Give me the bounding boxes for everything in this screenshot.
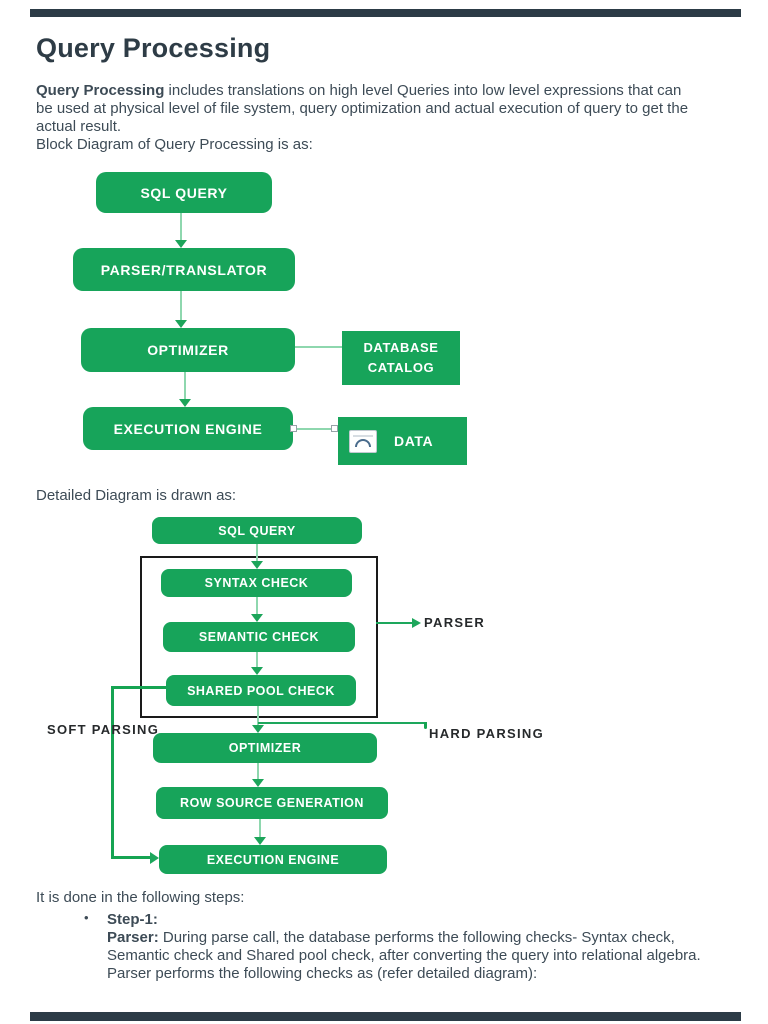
arrowhead-down-icon (175, 240, 187, 248)
node2-execution-engine: EXECUTION ENGINE (159, 845, 387, 874)
node-execution-engine: EXECUTION ENGINE (83, 407, 293, 450)
node-database-catalog: DATABASE CATALOG (342, 331, 460, 385)
hard-parsing-line-hook (424, 722, 427, 729)
selection-handle (331, 425, 338, 432)
step1-line-1: Parser: During parse call, the database … (107, 929, 675, 946)
step1-lead-bold: Parser: (107, 929, 159, 946)
step1-line-3: Parser performs the following checks as … (107, 965, 538, 982)
detailed-diagram-heading: Detailed Diagram is drawn as: (36, 487, 237, 504)
step1-title: Step-1: (107, 911, 158, 928)
step1-line-1-rest: During parse call, the database performs… (158, 929, 675, 946)
arrowhead-right-icon (150, 852, 159, 864)
soft-parsing-line-bottom (111, 856, 151, 859)
connector2-sharedpool-optimizer (257, 706, 259, 726)
page-gap-top-bar (30, 9, 741, 17)
selection-handle (290, 425, 297, 432)
hard-parsing-line (258, 722, 426, 724)
parser-label: PARSER (424, 615, 486, 630)
arrowhead-down-icon (251, 561, 263, 569)
node2-sql-query: SQL QUERY (152, 517, 362, 544)
connector-parser-optimizer (180, 291, 182, 321)
node2-optimizer: OPTIMIZER (153, 733, 377, 763)
steps-intro: It is done in the following steps: (36, 889, 245, 906)
database-catalog-line2: CATALOG (367, 360, 435, 375)
connector-optimizer-execution (184, 372, 186, 400)
intro-lead-bold: Query Processing (36, 82, 165, 99)
node2-shared-pool-check: SHARED POOL CHECK (166, 675, 356, 706)
soft-parsing-line-vertical (111, 686, 114, 859)
data-label: DATA (394, 433, 434, 449)
connector-sqlquery-parser (180, 213, 182, 241)
connector2-optimizer-rsg (257, 763, 259, 780)
intro-line-3: actual result. (36, 118, 122, 135)
intro-line-2: be used at physical level of file system… (36, 100, 689, 117)
arrowhead-down-icon (252, 725, 264, 733)
step1-line-2: Semantic check and Shared pool check, af… (107, 947, 701, 964)
picture-icon-arc (355, 439, 371, 447)
page-gap-bottom-bar (30, 1012, 741, 1021)
arrowhead-right-icon (412, 618, 421, 628)
node2-syntax-check: SYNTAX CHECK (161, 569, 352, 597)
soft-parsing-label: SOFT PARSING (47, 722, 160, 737)
data-box-content: DATA (338, 429, 467, 453)
intro-line-1-rest: includes translations on high level Quer… (164, 82, 682, 99)
connector-optimizer-catalog (295, 346, 342, 348)
connector2-sql-syntax (256, 544, 258, 562)
connector2-syntax-semantic (256, 597, 258, 615)
arrowhead-down-icon (179, 399, 191, 407)
node-optimizer: OPTIMIZER (81, 328, 295, 372)
picture-icon (349, 429, 377, 453)
connector2-rsg-execution (259, 819, 261, 838)
node-parser-translator: PARSER/TRANSLATOR (73, 248, 295, 291)
arrowhead-down-icon (251, 614, 263, 622)
connector-parser-label (376, 622, 412, 624)
bullet-dot: • (84, 910, 89, 925)
intro-line-1: Query Processing includes translations o… (36, 82, 681, 99)
connector2-semantic-sharedpool (256, 652, 258, 668)
arrowhead-down-icon (175, 320, 187, 328)
arrowhead-down-icon (252, 779, 264, 787)
hard-parsing-label: HARD PARSING (429, 726, 545, 741)
arrowhead-down-icon (251, 667, 263, 675)
database-catalog-line1: DATABASE (363, 340, 439, 355)
node-sql-query: SQL QUERY (96, 172, 272, 213)
node-data: DATA (338, 417, 467, 465)
node2-semantic-check: SEMANTIC CHECK (163, 622, 355, 652)
picture-icon-strip (353, 435, 373, 437)
arrowhead-down-icon (254, 837, 266, 845)
page-title: Query Processing (36, 33, 271, 63)
node2-row-source-generation: ROW SOURCE GENERATION (156, 787, 388, 819)
soft-parsing-line-top (111, 686, 166, 689)
intro-line-4: Block Diagram of Query Processing is as: (36, 136, 313, 153)
parser-group-box (140, 556, 378, 718)
connector-execution-data (294, 428, 338, 430)
